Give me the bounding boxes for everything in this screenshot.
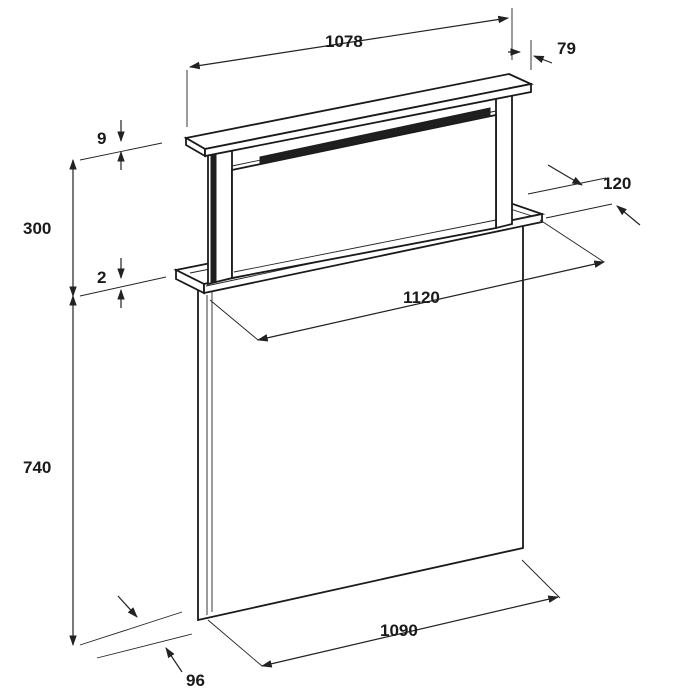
label-body-depth: 96 bbox=[186, 671, 205, 690]
chimney-front-panel bbox=[231, 113, 497, 280]
dim-line-120-top bbox=[547, 164, 583, 186]
dim-line-96-top bbox=[117, 595, 138, 618]
label-top-depth: 79 bbox=[557, 39, 576, 58]
dim-line-1090 bbox=[260, 595, 560, 668]
dim-line-79-right bbox=[532, 55, 553, 64]
dim-line-1078 bbox=[188, 15, 510, 70]
label-top-width: 1078 bbox=[325, 32, 363, 51]
dimension-labels: 1078 79 9 300 2 120 1120 740 1090 96 bbox=[23, 32, 631, 690]
label-frame-thickness: 2 bbox=[97, 268, 106, 287]
lid-front-edge bbox=[204, 82, 532, 158]
label-lift-height: 300 bbox=[23, 219, 51, 238]
extension-lines bbox=[79, 8, 613, 659]
label-body-height: 740 bbox=[23, 458, 51, 477]
chimney-right-post bbox=[495, 90, 513, 230]
label-lid-thickness: 9 bbox=[97, 129, 106, 148]
dim-line-96-bottom bbox=[165, 647, 183, 673]
inlet-lower-edge bbox=[231, 110, 497, 167]
dimension-arrows bbox=[69, 15, 641, 673]
label-body-width: 1090 bbox=[380, 621, 418, 640]
dim-line-1120 bbox=[256, 260, 606, 342]
chimney-post-shadow bbox=[210, 151, 217, 284]
chimney bbox=[183, 73, 534, 286]
dim-line-120-bottom bbox=[616, 205, 641, 226]
label-frame-width: 1120 bbox=[403, 288, 440, 307]
label-frame-depth: 120 bbox=[603, 174, 631, 193]
